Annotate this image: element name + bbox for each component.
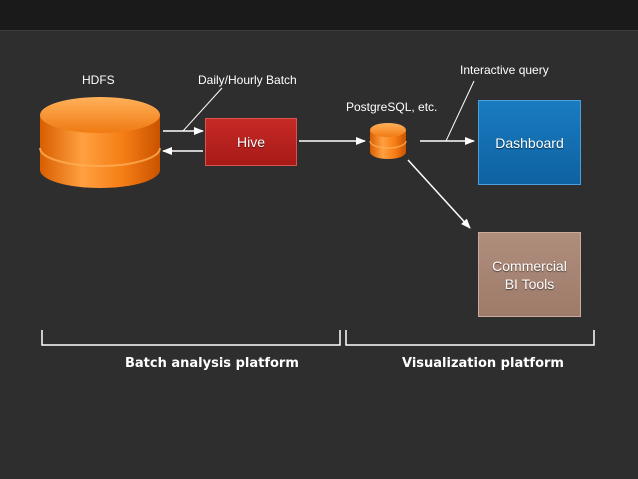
visualization-platform-bracket bbox=[345, 330, 595, 346]
hive-node: Hive bbox=[205, 118, 297, 166]
batch-platform-bracket bbox=[41, 330, 341, 346]
commercial-bi-label-line1: Commercial bbox=[492, 257, 567, 274]
hdfs-database-icon bbox=[39, 97, 161, 188]
visualization-platform-label: Visualization platform bbox=[402, 356, 564, 371]
postgres-label: PostgreSQL, etc. bbox=[346, 100, 438, 114]
postgres-database-icon bbox=[369, 123, 407, 159]
commercial-bi-node: Commercial BI Tools bbox=[478, 232, 581, 317]
batch-leader-line bbox=[182, 87, 223, 132]
postgres-to-commercial-arrow bbox=[407, 159, 471, 229]
commercial-bi-label-line2: BI Tools bbox=[504, 275, 555, 292]
slide-top-bar bbox=[0, 0, 638, 31]
batch-label: Daily/Hourly Batch bbox=[198, 73, 297, 87]
interactive-query-label: Interactive query bbox=[460, 63, 549, 77]
dashboard-node: Dashboard bbox=[478, 100, 581, 185]
batch-platform-label: Batch analysis platform bbox=[125, 356, 299, 371]
hdfs-label: HDFS bbox=[82, 73, 115, 87]
interactive-leader-line bbox=[445, 80, 475, 142]
hive-node-label: Hive bbox=[236, 134, 265, 150]
dashboard-node-label: Dashboard bbox=[495, 134, 564, 151]
